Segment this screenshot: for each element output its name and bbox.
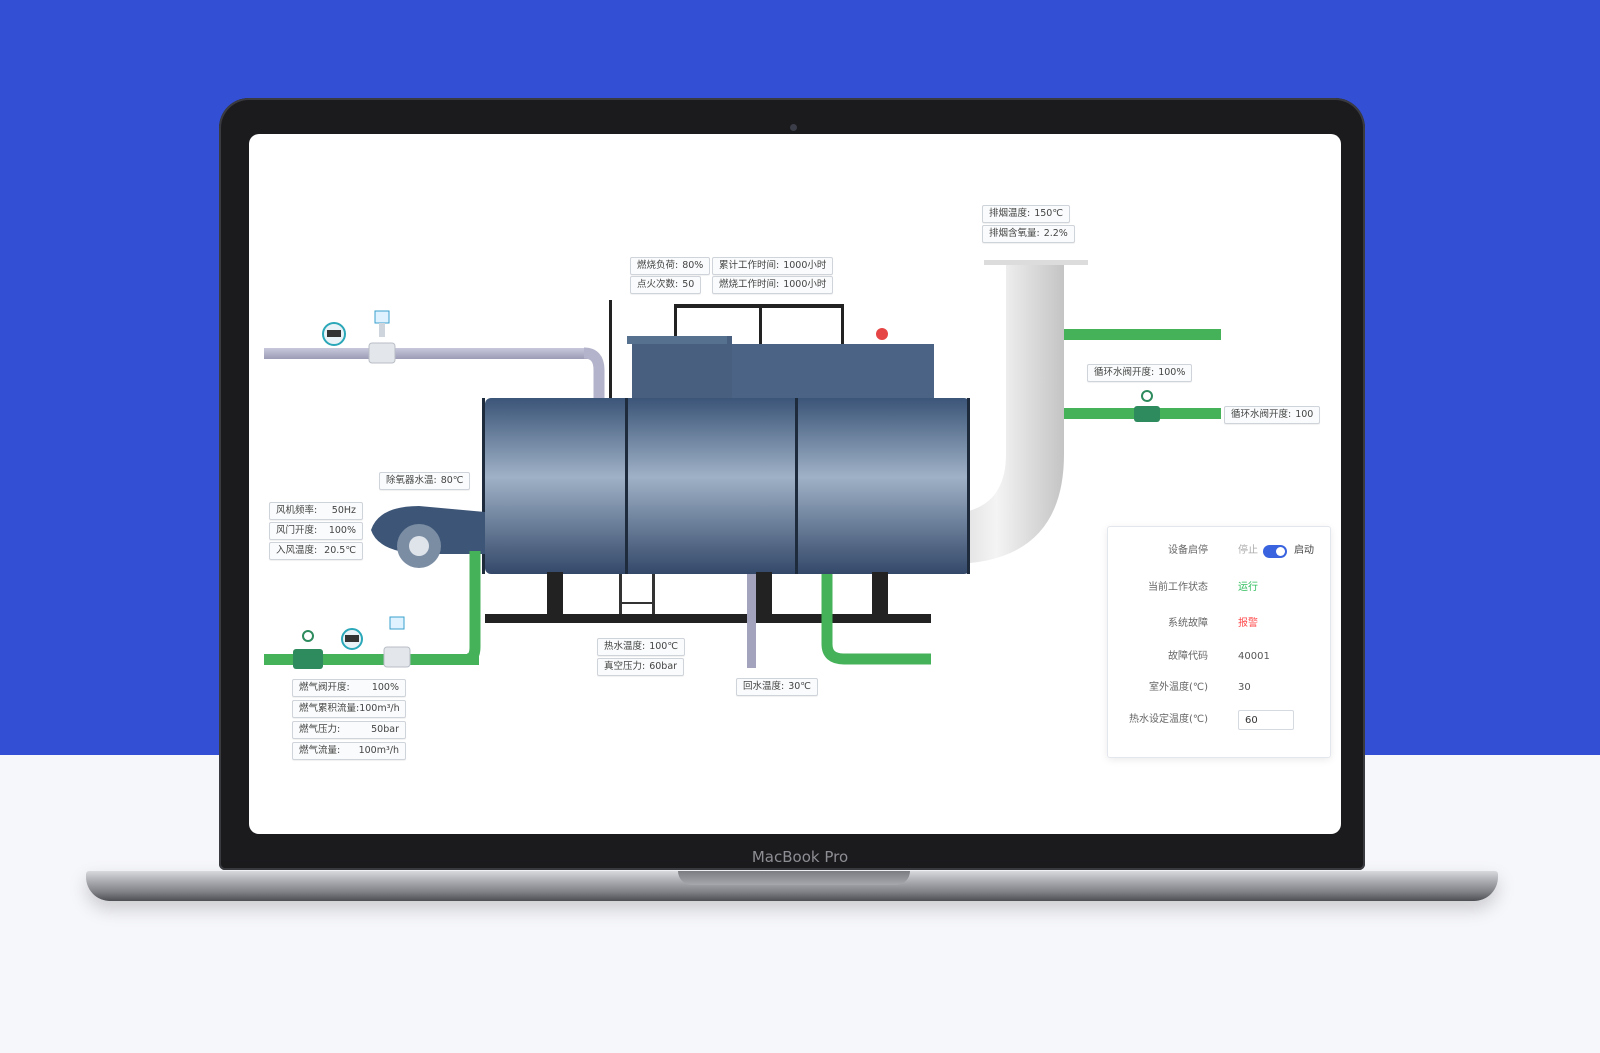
switch-off-label: 停止 <box>1238 545 1258 556</box>
gas-valve-label: 燃气阀开度:100% <box>292 679 406 697</box>
work-status-value: 运行 <box>1238 582 1258 593</box>
setpoint-row: 热水设定温度(℃) <box>1108 710 1330 730</box>
gas-pressure-label: 燃气压力:50bar <box>292 721 406 739</box>
damper-opening-label: 风门开度:100% <box>269 522 363 540</box>
green-circulation-pipes <box>1064 329 1221 422</box>
fan-frequency-label: 风机频率:50Hz <box>269 502 363 520</box>
fault-code-value: 40001 <box>1238 651 1270 662</box>
inlet-air-temp-label: 入风温度:20.5℃ <box>269 542 363 560</box>
ignition-count-label: 点火次数:50 <box>630 276 702 294</box>
outdoor-temp-row: 室外温度(℃) 30 <box>1108 678 1330 698</box>
pressure-gauge-icon <box>322 322 346 346</box>
laptop-notch <box>678 871 910 885</box>
exhaust-oxygen-label: 排烟含氧量:2.2% <box>982 225 1075 243</box>
system-fault-label: 系统故障 <box>1168 618 1208 629</box>
outdoor-temp-value: 30 <box>1238 682 1251 693</box>
system-fault-row: 系统故障 报警 <box>1108 614 1330 634</box>
green-gas-pipes <box>264 551 931 669</box>
total-work-time-label: 累计工作时间:1000小时 <box>712 257 834 275</box>
laptop-brand-label: MacBook Pro <box>751 848 849 866</box>
boiler-top <box>609 300 934 408</box>
device-toggle-switch[interactable] <box>1263 545 1287 558</box>
flow-meter-icon <box>368 310 396 364</box>
switch-on-label: 启动 <box>1294 545 1314 556</box>
boiler-diagram <box>264 260 1221 669</box>
device-switch-row: 设备启停 停止 启动 <box>1108 541 1330 561</box>
circulation-valve-label-1: 循环水阀开度:100% <box>1087 364 1193 382</box>
control-panel: 设备启停 停止 启动 当前工作状态 运行 系统故障 报警 故障代码 40001 … <box>1107 526 1331 758</box>
hot-water-setpoint-label: 热水设定温度(℃) <box>1128 714 1208 725</box>
hot-water-temp-label: 热水温度:100℃ <box>597 638 686 656</box>
circulation-valve-label-2: 循环水阀开度:100 <box>1224 406 1321 424</box>
burn-load-label: 燃烧负荷:80% <box>630 257 711 275</box>
gas-cumulative-flow-label: 燃气累积流量:100m³/h <box>292 700 406 718</box>
gray-return-pipe <box>747 574 756 668</box>
hot-water-setpoint-input[interactable] <box>1238 710 1294 730</box>
device-switch-label: 设备启停 <box>1168 545 1208 556</box>
boiler-stand <box>485 572 931 623</box>
work-status-row: 当前工作状态 运行 <box>1108 578 1330 598</box>
webcam <box>790 124 797 131</box>
laptop-screen: 排烟温度:150℃ 排烟含氧量:2.2% 燃烧负荷:80% 点火次数:50 累计… <box>249 134 1341 834</box>
deaerator-temp-label: 除氧器水温:80℃ <box>379 472 471 490</box>
system-fault-value: 报警 <box>1238 618 1258 629</box>
fault-code-label: 故障代码 <box>1168 651 1208 662</box>
fault-code-row: 故障代码 40001 <box>1108 647 1330 667</box>
boiler-tank <box>482 398 970 574</box>
return-temp-label: 回水温度:30℃ <box>736 678 818 696</box>
exhaust-temp-label: 排烟温度:150℃ <box>982 205 1071 223</box>
outdoor-temp-label: 室外温度(℃) <box>1148 682 1208 693</box>
vacuum-pressure-label: 真空压力:60bar <box>597 658 685 676</box>
work-status-label: 当前工作状态 <box>1148 582 1208 593</box>
burner <box>371 506 485 568</box>
burn-work-time-label: 燃烧工作时间:1000小时 <box>712 276 834 294</box>
gas-flow-label: 燃气流量:100m³/h <box>292 742 406 760</box>
